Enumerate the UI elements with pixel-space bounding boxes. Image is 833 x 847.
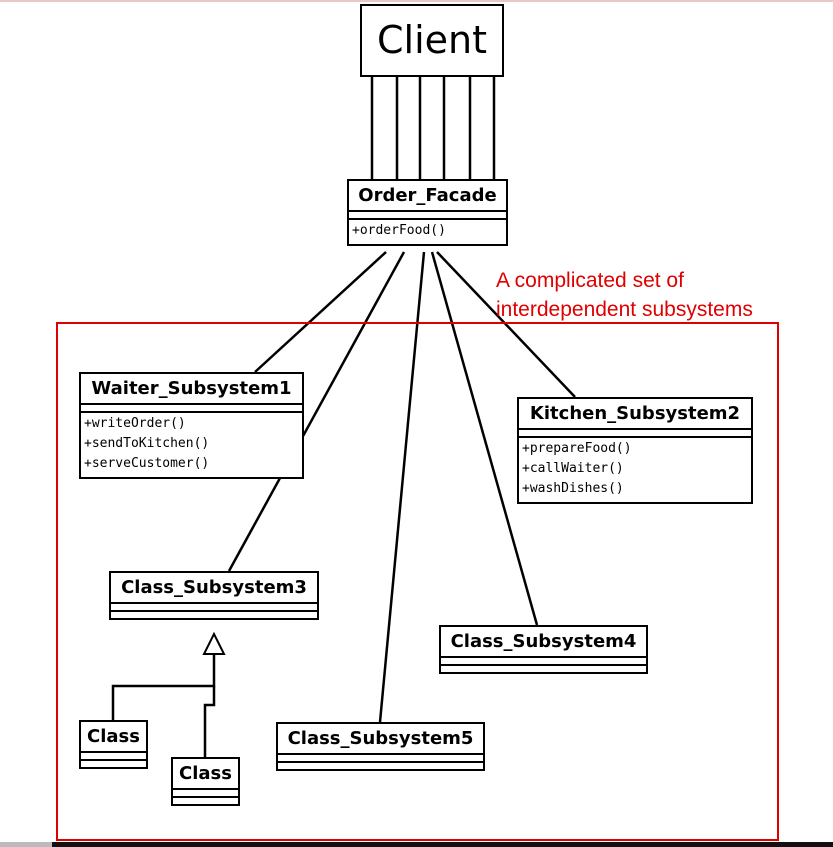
class-subsystem4: Class_Subsystem4 — [439, 625, 648, 674]
inheritance-line-a — [111, 654, 216, 720]
wash-dishes-operation: +washDishes() — [522, 481, 624, 496]
bottom-edge-bar — [52, 842, 833, 847]
order-food-operation: +orderFood() — [352, 223, 446, 238]
facade-subsystem4-link — [430, 251, 539, 626]
annotation-text: A complicated set of interdependent subs… — [496, 266, 753, 324]
class-subsystem5-operations — [278, 763, 483, 769]
subsystems-boundary — [56, 322, 779, 841]
annotation-line-1: A complicated set of — [496, 269, 684, 292]
facade-kitchen-link — [436, 251, 576, 398]
class-subsystem3-operations — [111, 612, 317, 618]
client-box: Client — [360, 4, 504, 77]
class-a-operations — [81, 761, 146, 767]
class-a-attributes — [81, 753, 146, 761]
class-subsystem5-attributes — [278, 755, 483, 763]
waiter-subsystem-name: Waiter_Subsystem1 — [81, 374, 302, 405]
class-subsystem3-attributes — [111, 604, 317, 612]
facade-waiter-link — [254, 251, 387, 373]
kitchen-subsystem-class: Kitchen_Subsystem2 +prepareFood() +callW… — [517, 397, 753, 504]
class-a-name: Class — [81, 722, 146, 753]
prepare-food-operation: +prepareFood() — [522, 441, 632, 456]
class-box-a: Class — [79, 720, 148, 769]
client-label: Client — [376, 18, 487, 62]
order-facade-attributes — [349, 212, 506, 220]
order-facade-class: Order_Facade +orderFood() — [347, 179, 508, 246]
order-facade-operations: +orderFood() — [349, 220, 506, 244]
class-subsystem4-name: Class_Subsystem4 — [441, 627, 646, 658]
facade-subsystem5-link — [378, 251, 426, 723]
class-subsystem4-operations — [441, 666, 646, 672]
class-b-operations — [173, 798, 238, 804]
class-subsystem3: Class_Subsystem3 — [109, 571, 319, 620]
class-subsystem4-attributes — [441, 658, 646, 666]
class-subsystem5: Class_Subsystem5 — [276, 722, 485, 771]
bottom-edge-left — [0, 842, 52, 847]
top-border — [0, 0, 833, 2]
class-subsystem5-name: Class_Subsystem5 — [278, 724, 483, 755]
facade-subsystem3-link — [227, 251, 406, 572]
send-to-kitchen-operation: +sendToKitchen() — [84, 436, 210, 451]
kitchen-subsystem-attributes — [519, 430, 751, 438]
write-order-operation: +writeOrder() — [84, 416, 186, 431]
class-b-attributes — [173, 790, 238, 798]
order-facade-name: Order_Facade — [349, 181, 506, 212]
inheritance-arrowhead — [202, 631, 226, 655]
kitchen-subsystem-operations: +prepareFood() +callWaiter() +washDishes… — [519, 438, 751, 502]
kitchen-subsystem-name: Kitchen_Subsystem2 — [519, 399, 751, 430]
class-box-b: Class — [171, 757, 240, 806]
class-subsystem3-name: Class_Subsystem3 — [111, 573, 317, 604]
waiter-subsystem-operations: +writeOrder() +sendToKitchen() +serveCus… — [81, 413, 302, 477]
serve-customer-operation: +serveCustomer() — [84, 456, 210, 471]
call-waiter-operation: +callWaiter() — [522, 461, 624, 476]
class-b-name: Class — [173, 759, 238, 790]
waiter-subsystem-attributes — [81, 405, 302, 413]
waiter-subsystem-class: Waiter_Subsystem1 +writeOrder() +sendToK… — [79, 372, 304, 479]
inheritance-line-b — [203, 686, 216, 757]
annotation-line-2: interdependent subsystems — [496, 298, 753, 321]
